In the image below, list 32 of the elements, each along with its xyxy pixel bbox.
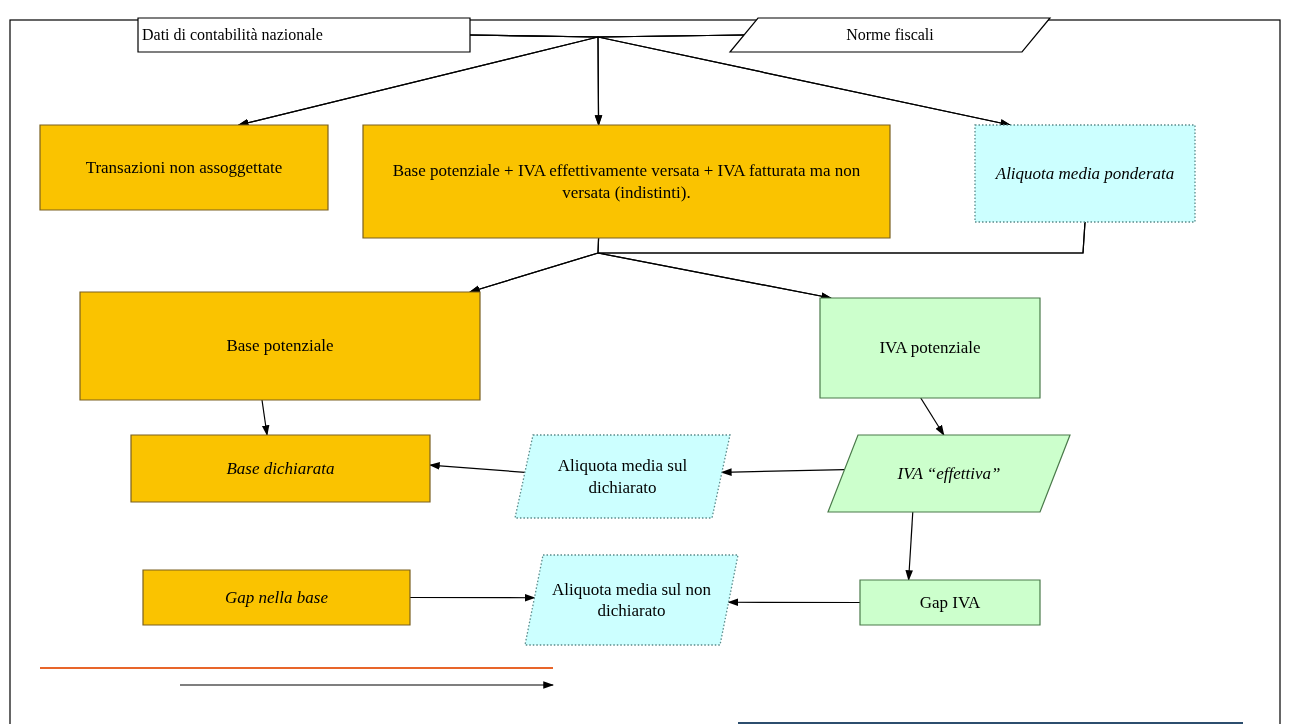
process-box — [363, 125, 890, 238]
node-text: Base dichiarata — [225, 457, 336, 480]
process-box — [860, 580, 1040, 625]
node-text: Gap IVA — [918, 591, 982, 614]
process-box — [131, 435, 430, 502]
node-text: Dati di contabilità nazionale — [141, 25, 324, 45]
parallelogram-box — [730, 18, 1050, 52]
node-text: IVA potenziale — [878, 337, 982, 359]
node-text: Aliquota media sul non dichiarato — [550, 578, 713, 622]
parallelogram-box — [515, 435, 730, 518]
process-box — [138, 18, 470, 52]
node-text: Transazioni non assoggettate — [84, 156, 284, 179]
node-text: IVA “effettiva” — [896, 462, 1002, 485]
node-text: Gap nella base — [224, 586, 329, 609]
node-text: Base potenziale + IVA effettivamente versata + IVA fatturata ma non versata (indistinti). — [391, 160, 862, 203]
arrow — [597, 34, 1012, 127]
arrow — [920, 397, 945, 436]
node-text: Aliquota media sul dichiarato — [556, 455, 689, 498]
process-box — [820, 298, 1040, 398]
process-box — [975, 125, 1195, 222]
node-text: Base potenziale — [225, 335, 335, 357]
arrow — [905, 511, 914, 582]
process-box — [40, 125, 328, 210]
process-box — [80, 292, 480, 400]
parallelogram-box — [828, 435, 1070, 512]
arrow — [597, 221, 1086, 300]
arrow — [727, 598, 861, 607]
arrow — [261, 399, 270, 437]
process-box — [143, 570, 410, 625]
node-text: Aliquota media ponderata — [994, 162, 1176, 185]
node-text: Norme fiscali — [845, 25, 935, 45]
parallelogram-box — [525, 555, 738, 645]
